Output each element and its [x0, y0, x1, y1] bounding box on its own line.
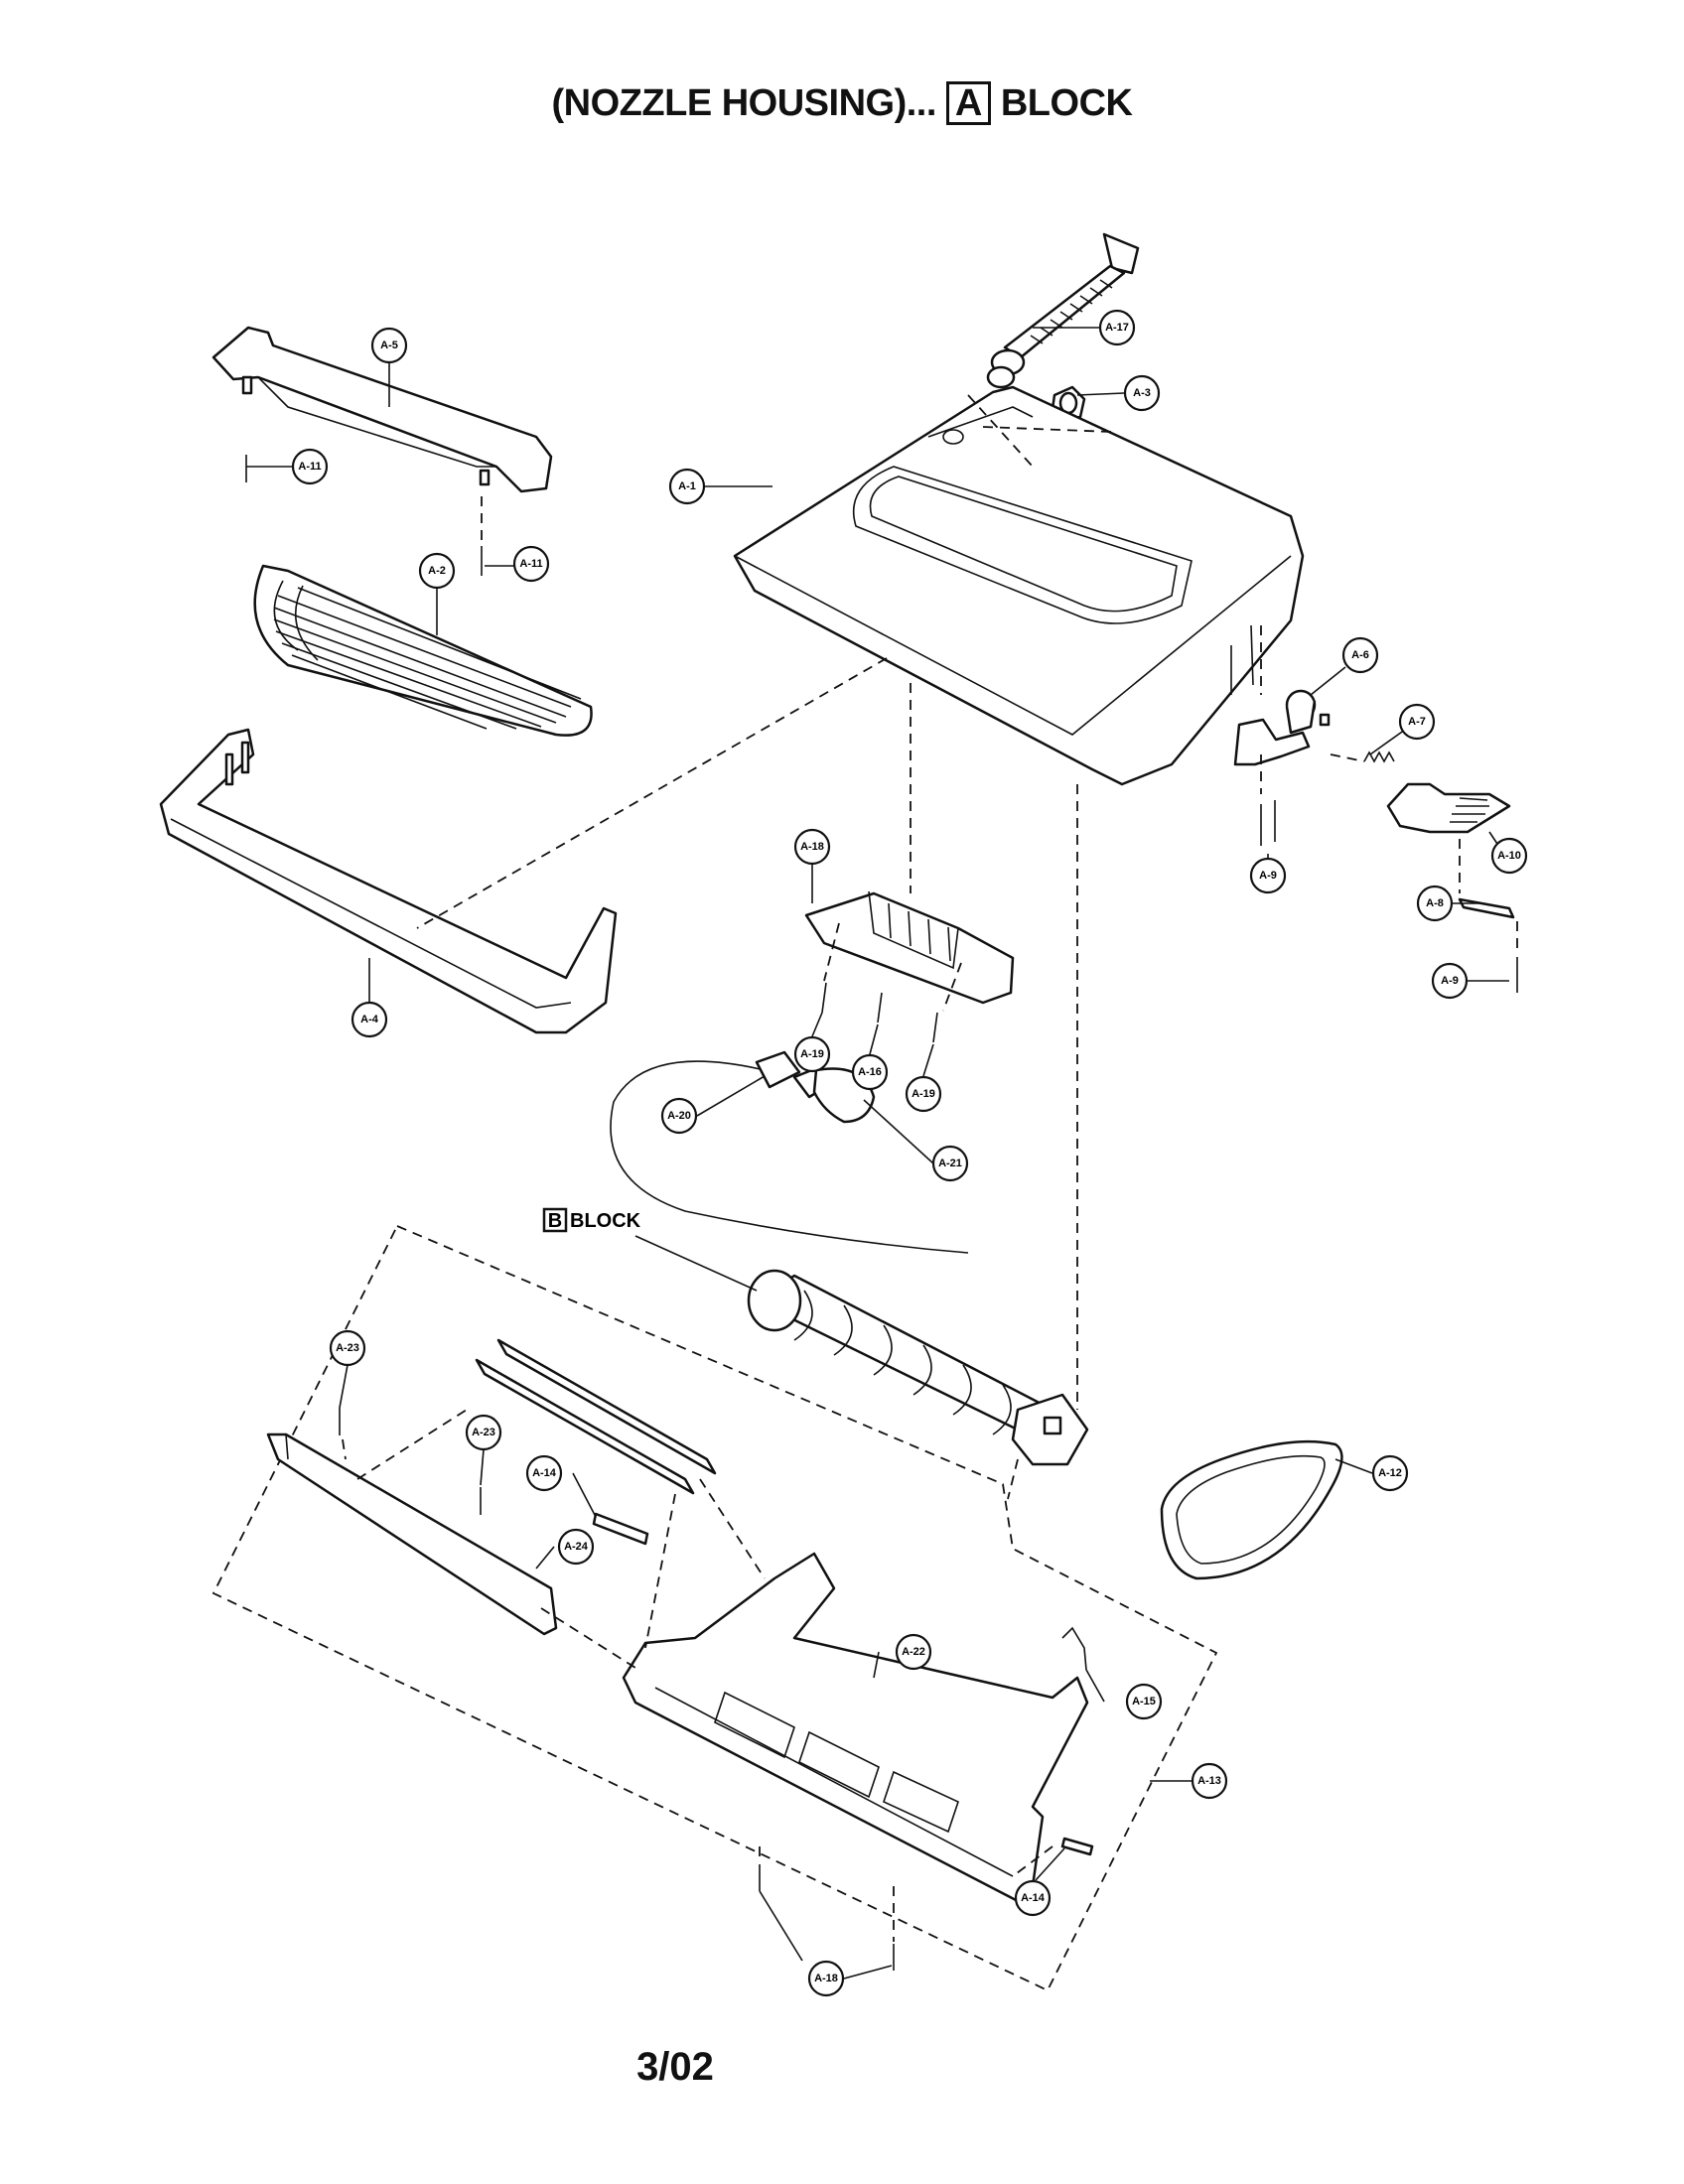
spring-part[interactable]	[1363, 751, 1395, 763]
svg-text:A-11: A-11	[519, 558, 542, 570]
svg-text:A-9: A-9	[1441, 975, 1459, 987]
callout-a8[interactable]: A-8	[1416, 885, 1454, 922]
svg-text:A-19: A-19	[912, 1088, 935, 1100]
callout-a19-left[interactable]: A-19	[793, 1035, 831, 1073]
svg-text:A-5: A-5	[380, 340, 398, 351]
callout-a6[interactable]: A-6	[1341, 636, 1379, 674]
svg-text:A-21: A-21	[938, 1158, 962, 1169]
svg-text:A-8: A-8	[1426, 897, 1444, 909]
sub-block-text: BLOCK	[570, 1210, 641, 1232]
nozzle-housing-body[interactable]	[733, 385, 1305, 786]
callout-a18-bottom[interactable]: A-18	[807, 1960, 845, 1997]
svg-text:A-18: A-18	[800, 841, 824, 853]
callout-a20[interactable]: A-20	[660, 1097, 698, 1135]
callout-a23-right[interactable]: A-23	[465, 1414, 502, 1451]
wire-socket-part[interactable]	[610, 1050, 969, 1254]
pedal-part[interactable]	[1386, 782, 1511, 834]
screw-part-a11[interactable]	[245, 455, 483, 576]
svg-text:A-3: A-3	[1133, 387, 1151, 399]
svg-text:A-22: A-22	[902, 1646, 925, 1658]
callout-a14-bottom[interactable]: A-14	[1014, 1879, 1052, 1917]
hose-part[interactable]	[986, 232, 1140, 389]
svg-text:A-23: A-23	[472, 1427, 495, 1438]
sub-assembly-boundary	[211, 1224, 1218, 1992]
callout-a9-right[interactable]: A-9	[1431, 962, 1469, 1000]
svg-text:A-23: A-23	[336, 1342, 359, 1354]
title-prefix: (NOZZLE HOUSING)...	[551, 82, 937, 124]
callout-a12[interactable]: A-12	[1371, 1454, 1409, 1492]
screw-part-a9[interactable]	[1260, 800, 1518, 993]
sub-block-letter: B	[548, 1210, 562, 1232]
base-plate-part[interactable]	[622, 1552, 1089, 1903]
callout-a5[interactable]: A-5	[370, 327, 408, 364]
page-footer-code: 3/02	[636, 2045, 714, 2089]
svg-text:A-11: A-11	[298, 461, 321, 473]
screw-part-a16-a19[interactable]	[821, 982, 938, 1043]
svg-text:A-14: A-14	[532, 1467, 557, 1479]
svg-text:A-14: A-14	[1021, 1892, 1046, 1904]
pin-part[interactable]	[1458, 897, 1515, 919]
title-suffix: BLOCK	[1000, 82, 1133, 124]
handle-bar-part[interactable]	[211, 326, 553, 493]
svg-text:A-24: A-24	[564, 1541, 589, 1553]
callout-a17[interactable]: A-17	[1098, 309, 1136, 346]
assembly-guide-lines	[342, 394, 1518, 1942]
svg-text:A-19: A-19	[800, 1048, 824, 1060]
callout-a10[interactable]: A-10	[1490, 837, 1528, 875]
bumper-frame-part[interactable]	[159, 728, 618, 1034]
callout-a9-left[interactable]: A-9	[1249, 857, 1287, 894]
callout-a22[interactable]: A-22	[895, 1633, 932, 1671]
light-bracket-part[interactable]	[804, 890, 1015, 1005]
svg-text:A-6: A-6	[1351, 649, 1369, 661]
screw-part-a23-a18[interactable]	[339, 1408, 895, 1971]
callout-a1[interactable]: A-1	[668, 468, 706, 505]
rubber-strip-part[interactable]	[475, 1338, 1094, 1856]
clip-part[interactable]	[1061, 1626, 1087, 1671]
svg-text:A-15: A-15	[1132, 1696, 1156, 1707]
callout-a14-top[interactable]: A-14	[525, 1454, 563, 1492]
svg-text:A-1: A-1	[678, 480, 696, 492]
title-block-letter: A	[945, 81, 991, 125]
callout-a4[interactable]: A-4	[351, 1001, 388, 1038]
brush-roll-part[interactable]	[747, 1269, 1089, 1466]
grille-part[interactable]	[253, 564, 593, 737]
svg-text:A-17: A-17	[1105, 322, 1129, 334]
callout-a2[interactable]: A-2	[418, 552, 456, 590]
svg-text:A-7: A-7	[1408, 716, 1426, 728]
callout-a7[interactable]: A-7	[1398, 703, 1436, 741]
svg-text:A-10: A-10	[1497, 850, 1521, 862]
callout-a19-right[interactable]: A-19	[905, 1075, 942, 1113]
svg-text:A-12: A-12	[1378, 1467, 1402, 1479]
callout-a13[interactable]: A-13	[1191, 1762, 1228, 1800]
sub-block-label: B BLOCK	[542, 1207, 641, 1233]
svg-text:A-18: A-18	[814, 1973, 838, 1984]
callout-a24[interactable]: A-24	[557, 1528, 595, 1566]
svg-text:A-2: A-2	[428, 565, 446, 577]
callout-a11-left[interactable]: A-11	[291, 448, 329, 485]
callout-a16[interactable]: A-16	[851, 1053, 889, 1091]
svg-text:A-13: A-13	[1197, 1775, 1221, 1787]
callout-a11-right[interactable]: A-11	[512, 545, 550, 583]
callout-a18-top[interactable]: A-18	[793, 828, 831, 866]
svg-text:A-4: A-4	[360, 1014, 379, 1025]
callout-a23-left[interactable]: A-23	[329, 1329, 366, 1367]
latch-part[interactable]	[1233, 689, 1331, 766]
svg-text:A-9: A-9	[1259, 870, 1277, 882]
callout-a3[interactable]: A-3	[1123, 374, 1161, 412]
callout-a21[interactable]: A-21	[931, 1145, 969, 1182]
belt-part[interactable]	[1160, 1439, 1343, 1580]
callout-a15[interactable]: A-15	[1125, 1683, 1163, 1720]
svg-text:A-20: A-20	[667, 1110, 691, 1122]
svg-text:A-16: A-16	[858, 1066, 882, 1078]
front-plate-part[interactable]	[266, 1433, 558, 1636]
